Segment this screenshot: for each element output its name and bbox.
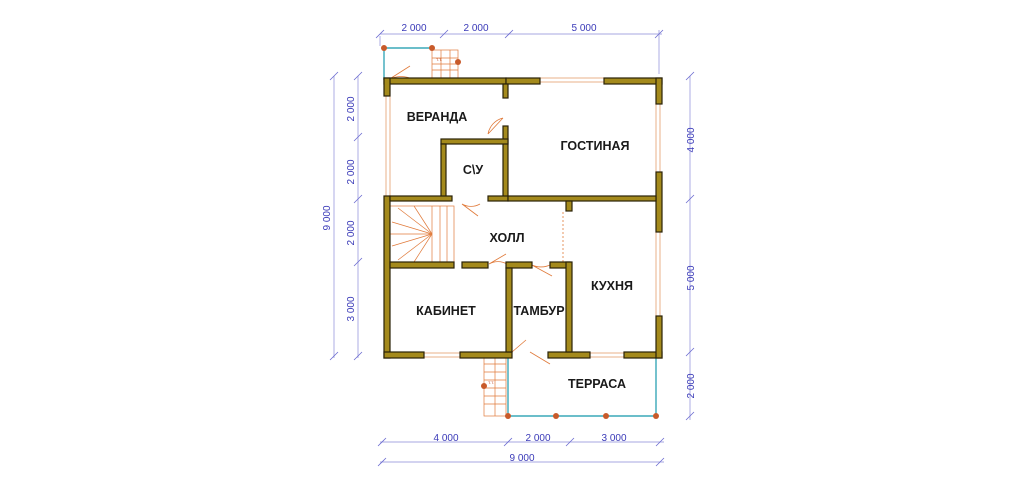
dim-top-3: 5 000 <box>571 23 596 34</box>
dim-right-3: 2 000 <box>686 373 697 398</box>
room-wc: С\У <box>463 163 484 177</box>
room-living: ГОСТИНАЯ <box>560 139 629 153</box>
room-terrace: ТЕРРАСА <box>568 377 626 391</box>
dim-left-4: 3 000 <box>346 296 357 321</box>
room-kitchen: КУХНЯ <box>591 279 633 293</box>
room-office: КАБИНЕТ <box>416 304 476 318</box>
dim-bottom-total: 9 000 <box>509 453 534 464</box>
dim-bottom-2: 2 000 <box>525 433 550 444</box>
lower-porch-stairs <box>483 355 507 417</box>
dim-left-2: 2 000 <box>346 159 357 184</box>
dim-bottom-1: 4 000 <box>433 433 458 444</box>
dimension-labels: 2 000 2 000 5 000 4 000 2 000 3 000 9 00… <box>322 23 697 464</box>
dim-right-2: 5 000 <box>686 265 697 290</box>
room-labels: ВЕРАНДА ГОСТИНАЯ С\У ХОЛЛ КУХНЯ КАБИНЕТ … <box>407 110 633 391</box>
room-veranda: ВЕРАНДА <box>407 110 468 124</box>
dim-top-2: 2 000 <box>463 23 488 34</box>
dim-right-1: 4 000 <box>686 127 697 152</box>
room-hall: ХОЛЛ <box>490 231 525 245</box>
dim-bottom-3: 3 000 <box>601 433 626 444</box>
posts: Т.Т. <box>381 45 659 419</box>
svg-text:Т.Т.: Т.Т. <box>488 380 494 385</box>
dim-left-total: 9 000 <box>322 205 333 230</box>
interior-stair <box>389 205 455 263</box>
svg-text:Т.Т.: Т.Т. <box>436 57 442 62</box>
upper-porch-stairs: Т.Т. <box>431 49 459 79</box>
dimension-lines <box>329 29 695 467</box>
dim-left-3: 2 000 <box>346 220 357 245</box>
dim-left-1: 2 000 <box>346 96 357 121</box>
room-vestibule: ТАМБУР <box>513 304 564 318</box>
walls <box>383 77 663 359</box>
windows <box>385 77 661 358</box>
dim-top-1: 2 000 <box>401 23 426 34</box>
